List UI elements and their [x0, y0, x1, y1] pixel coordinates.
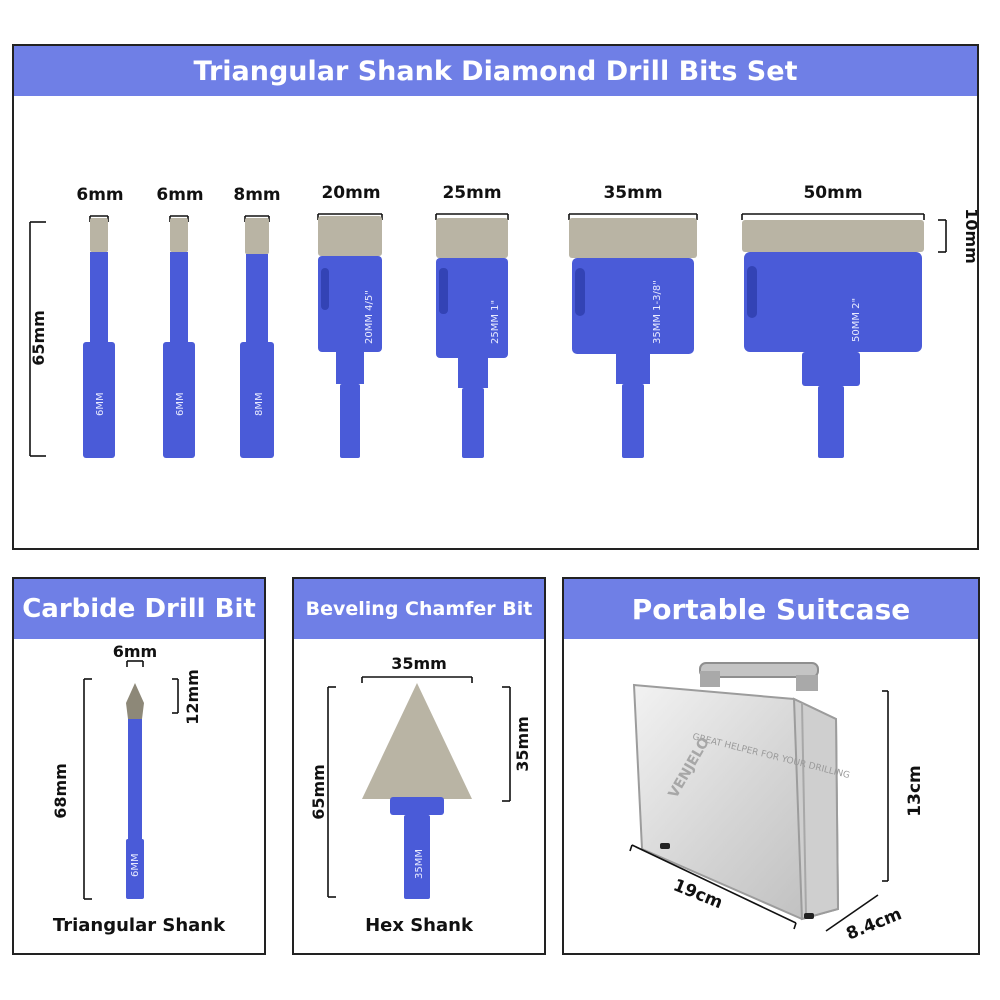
suitcase-height-label: 13cm [905, 765, 925, 816]
drill-bit-8mm: 8MM [240, 215, 274, 458]
svg-text:25MM 1": 25MM 1" [490, 300, 501, 344]
bevel-title: Beveling Chamfer Bit [294, 579, 544, 639]
portable-suitcase-panel: Portable Suitcase GREAT HELPER FOR YOUR … [562, 577, 980, 955]
beveling-chamfer-bit-panel: Beveling Chamfer Bit 35mm 35mm 65mm 35MM… [292, 577, 546, 955]
bevel-caption: Hex Shank [365, 915, 473, 936]
carbide-caption: Triangular Shank [52, 915, 226, 936]
svg-text:6MM: 6MM [175, 392, 186, 416]
bevel-width-label: 35mm [391, 654, 447, 673]
bit-size-label: 50mm [803, 183, 862, 203]
svg-text:8MM: 8MM [254, 392, 265, 416]
bit-size-label: 35mm [603, 183, 662, 203]
svg-text:6MM: 6MM [95, 392, 106, 416]
bevel-cone-height-label: 35mm [513, 716, 532, 772]
suitcase-illustration: GREAT HELPER FOR YOUR DRILLING VENJELO 1… [629, 662, 925, 944]
diamond-drill-bits-panel: Triangular Shank Diamond Drill Bits Set … [12, 44, 979, 550]
grit-height-label: 10mm [962, 208, 977, 264]
tip-width-label: 6mm [113, 642, 157, 661]
drill-bit-6mm-b: 6MM [163, 215, 195, 458]
bit-size-label: 25mm [442, 183, 501, 203]
length-dimension [29, 221, 46, 457]
bit-size-label: 20mm [321, 183, 380, 203]
svg-text:20MM 4/5": 20MM 4/5" [364, 290, 375, 344]
svg-text:35MM 1-3/8": 35MM 1-3/8" [652, 280, 663, 344]
carbide-title: Carbide Drill Bit [14, 579, 264, 639]
chamfer-bit-illustration: 35mm 35mm 65mm 35MM [309, 654, 532, 899]
svg-text:35MM: 35MM [414, 849, 425, 879]
main-title: Triangular Shank Diamond Drill Bits Set [14, 46, 977, 96]
bevel-length-label: 65mm [309, 764, 328, 820]
drill-bit-25mm: 25MM 1" [435, 213, 509, 458]
suitcase-depth-label: 8.4cm [844, 904, 905, 944]
drill-bit-35mm: 35MM 1-3/8" [568, 213, 698, 458]
drill-bit-6mm-a: 6MM [83, 215, 115, 458]
bit-size-label: 8mm [233, 185, 280, 205]
carbide-bit-illustration: 6mm 12mm 68mm 6MM [51, 642, 202, 900]
length-label: 65mm [29, 310, 48, 366]
svg-text:50MM 2": 50MM 2" [851, 298, 862, 342]
svg-text:6MM: 6MM [130, 853, 141, 877]
suitcase-title: Portable Suitcase [564, 579, 978, 639]
drill-bit-50mm: 50MM 2" [741, 213, 925, 458]
grit-height-dimension [938, 219, 947, 253]
drill-bits-illustration: 65mm 10mm 6MM 6mm 6MM 6 [29, 183, 977, 458]
bit-size-label: 6mm [76, 185, 123, 205]
tip-height-label: 12mm [183, 669, 202, 725]
carbide-length-label: 68mm [51, 763, 70, 819]
drill-bit-20mm: 20MM 4/5" [317, 213, 383, 458]
carbide-drill-bit-panel: Carbide Drill Bit 6mm 12mm 68mm 6MM Tria… [12, 577, 266, 955]
bit-size-label: 6mm [156, 185, 203, 205]
